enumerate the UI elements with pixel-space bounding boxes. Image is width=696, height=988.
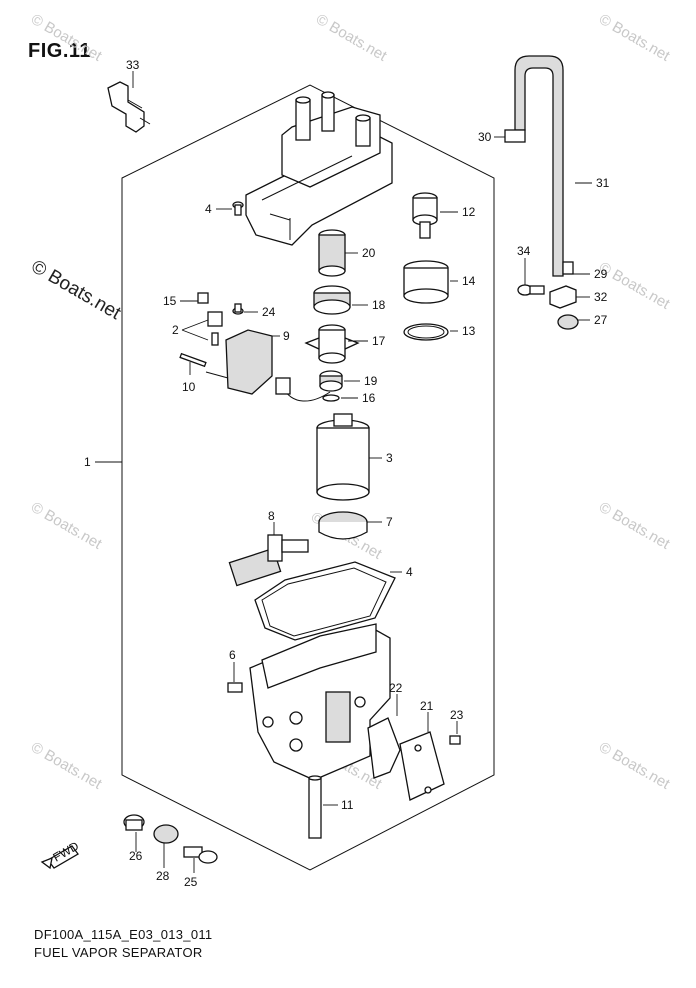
callout-16: 16: [362, 391, 376, 405]
part-10-pin: [179, 352, 207, 368]
part-3-fuel-pump: [316, 413, 370, 501]
part-29-joint: [562, 261, 574, 275]
part-6-screw: [227, 682, 243, 693]
callout-12: 12: [462, 205, 476, 219]
watermark: © Boats.net: [313, 11, 390, 65]
callout-7: 7: [386, 515, 393, 529]
part-26-plug: [123, 814, 145, 831]
part-16-o-ring: [322, 394, 340, 402]
watermark: © Boats.net: [596, 739, 673, 793]
part-9-cover: [225, 329, 273, 395]
part-15-fitting: [197, 292, 209, 304]
watermark: © Boats.net: [596, 11, 673, 65]
part-28-grommet: [153, 824, 179, 844]
watermark: © Boats.net: [596, 499, 673, 553]
callout-2: 2: [172, 323, 179, 337]
callout-23: 23: [450, 708, 464, 722]
callout-5: 4: [205, 202, 212, 216]
part-2-fitting: [207, 311, 223, 346]
callout-4: 4: [406, 565, 413, 579]
part-8-float: [228, 534, 309, 587]
part-4-gasket: [254, 561, 396, 641]
part-20-filter: [318, 229, 346, 277]
callout-13: 13: [462, 324, 476, 338]
callout-3: 3: [386, 451, 393, 465]
fwd-arrow: FWD: [40, 839, 81, 870]
separator-body: [249, 623, 391, 781]
part-5-screw: [232, 201, 244, 216]
part-18-seal: [313, 285, 351, 315]
callout-10: 10: [182, 380, 196, 394]
part-11-pipe: [308, 775, 322, 839]
callout-25: 25: [184, 875, 198, 889]
callout-8: 8: [268, 509, 275, 523]
part-25-bolt: [183, 846, 218, 864]
watermark: © Boats.net: [28, 739, 105, 793]
assembly-outline: [121, 84, 495, 871]
callout-28: 28: [156, 869, 170, 883]
callout-9: 9: [283, 329, 290, 343]
part-27-grommet: [557, 314, 579, 330]
callout-33: 33: [126, 58, 140, 72]
part-33-bracket: [107, 81, 151, 133]
part-24-fitting: [232, 303, 244, 315]
footer-name: FUEL VAPOR SEPARATOR: [34, 945, 203, 960]
part-14-housing: [403, 260, 449, 304]
callout-26: 26: [129, 849, 143, 863]
callout-24: 24: [262, 305, 276, 319]
watermark: © Boats.net: [28, 11, 105, 65]
vapor-separator-cap: [245, 91, 393, 246]
callout-18: 18: [372, 298, 386, 312]
callout-11: 11: [341, 798, 354, 812]
part-31-hose: [514, 55, 564, 277]
part-12-regulator: [412, 192, 438, 239]
part-30-clamp: [504, 129, 526, 143]
part-32-bracket: [549, 285, 577, 309]
callout-19: 19: [364, 374, 378, 388]
callout-22: 22: [389, 681, 403, 695]
figure-title: FIG.11: [28, 40, 92, 62]
callout-17: 17: [372, 334, 386, 348]
watermark: © Boats.net: [596, 259, 673, 313]
callout-32: 32: [594, 290, 608, 304]
part-34-bolt: [517, 284, 545, 296]
callout-1: 1: [84, 455, 91, 469]
callout-21: 21: [420, 699, 434, 713]
part-7-filter: [318, 511, 368, 540]
footer-code: DF100A_115A_E03_013_011: [34, 927, 213, 942]
callout-31: 31: [596, 176, 610, 190]
callout-20: 20: [362, 246, 376, 260]
watermark: © Boats.net: [28, 499, 105, 553]
callout-6: 6: [229, 648, 236, 662]
part-22-gasket: [367, 717, 401, 779]
callout-14: 14: [462, 274, 476, 288]
callouts: 33 4 20 12 14 13 15 24 18 2 9 17 10 19 1…: [84, 58, 610, 889]
part-23-screw: [449, 735, 461, 745]
part-17-holder: [304, 324, 360, 364]
part-13-o-ring: [403, 323, 449, 341]
callout-27: 27: [594, 313, 608, 327]
callout-29: 29: [594, 267, 608, 281]
part-19-grommet: [319, 370, 343, 392]
callout-15: 15: [163, 294, 177, 308]
callout-34: 34: [517, 244, 531, 258]
callout-30: 30: [478, 130, 492, 144]
part-21-cover: [399, 731, 445, 801]
watermark: © Boats.net: [28, 256, 125, 324]
